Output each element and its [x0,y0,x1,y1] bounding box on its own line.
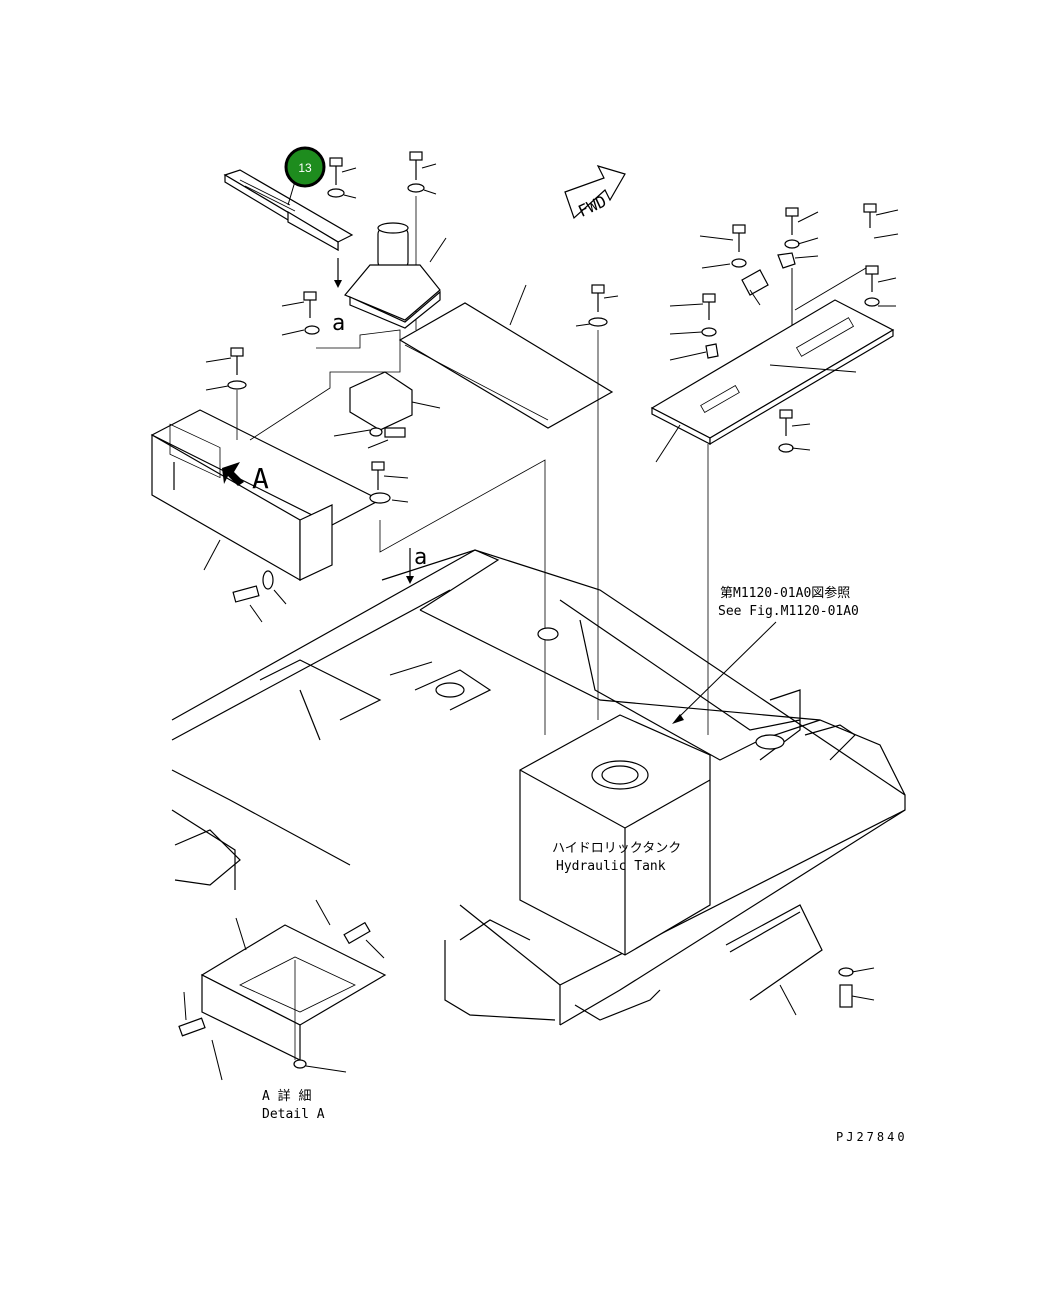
section-a-marker: a [406,545,427,584]
breather-assembly [344,222,447,329]
detail-en: Detail A [262,1107,325,1122]
hydraulic-tank: ハイドロリックタンク Hydraulic Tank [519,714,711,956]
reference-note: 第M1120-01A0図参照 See Fig.M1120-01A0 [672,585,859,724]
reference-en: See Fig.M1120-01A0 [718,604,859,619]
bolt-group-left: a [205,291,345,440]
reference-jp: 第M1120-01A0図参照 [720,585,850,601]
bolt-lower-left [232,570,287,623]
bracket-middle [333,371,441,504]
section-a-label-2: a [414,545,427,570]
drawing-number: PJ27840 [836,1130,908,1144]
callout-badge-13[interactable]: 13 [284,146,326,206]
view-a-arrow [222,462,244,486]
revolving-frame [171,549,906,1026]
callout-badge-circle [284,146,326,188]
cover-plate-top-left [223,169,354,288]
bolt-group-right [669,203,899,453]
side-cover-left: A [150,409,382,582]
section-a-label: a [332,311,345,336]
view-a-label: A [252,462,269,495]
tank-label-jp: ハイドロリックタンク [552,841,681,856]
top-plate-right [650,299,895,735]
bolt-lower-right [779,967,875,1016]
detail-a: A 詳 細 Detail A [178,899,387,1122]
top-plate-center [398,284,619,720]
tank-label-en: Hydraulic Tank [556,859,666,874]
fwd-arrow: FWD [564,165,626,221]
callout-label-13: 13 [298,161,312,175]
detail-jp: A 詳 細 [262,1088,311,1104]
